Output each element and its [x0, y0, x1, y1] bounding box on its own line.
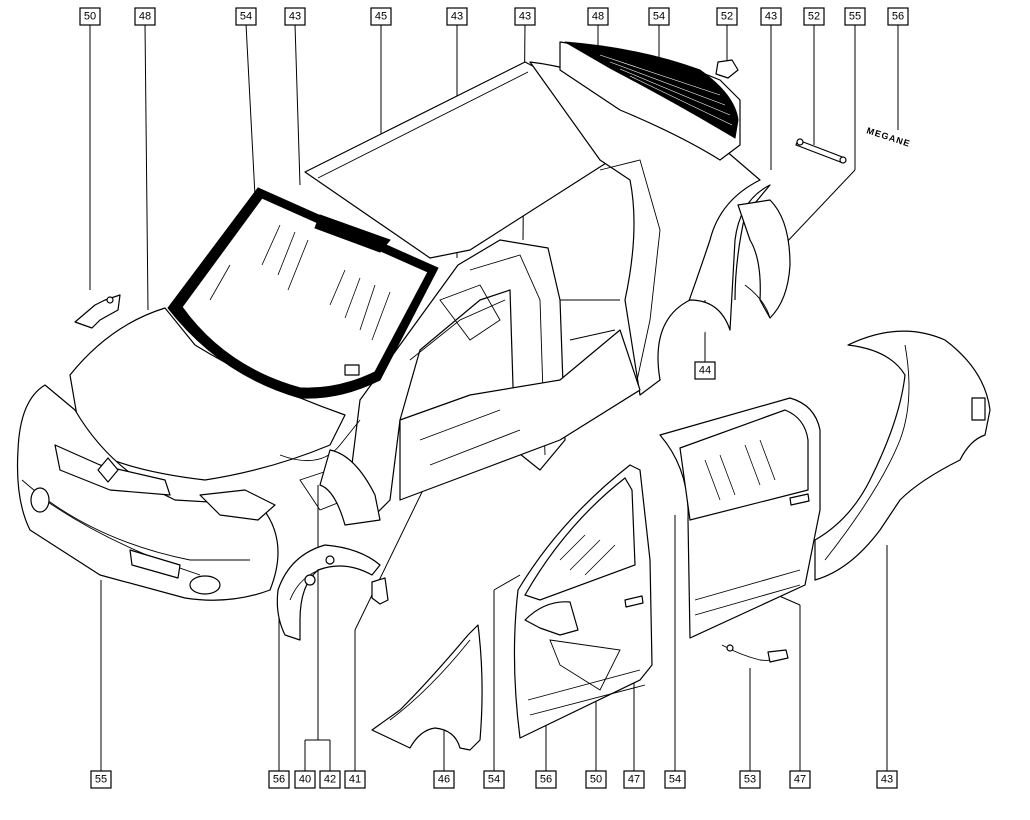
callout-top-10: 52	[716, 7, 738, 26]
svg-text:48: 48	[139, 11, 151, 23]
callout-top-4: 43	[284, 7, 306, 26]
door-lock-cable	[721, 644, 789, 663]
wheel-liner-bracket	[371, 577, 389, 605]
leader-lines	[89, 23, 899, 771]
front-logo	[97, 457, 119, 483]
svg-text:55: 55	[849, 11, 861, 23]
floor-pan	[399, 329, 641, 501]
callout-top-3: 54	[235, 7, 257, 26]
front-wheel-liner	[276, 544, 381, 641]
callout-bottom-11: 54	[664, 770, 686, 789]
front-door	[513, 464, 653, 739]
callout-bottom-7: 54	[483, 770, 505, 789]
svg-text:50: 50	[84, 11, 96, 23]
svg-text:41: 41	[349, 774, 361, 786]
callout-bottom-5: 41	[344, 770, 366, 789]
tailgate-strut	[795, 139, 846, 164]
callout-side-1: 44	[694, 361, 716, 380]
callout-top-9: 54	[648, 7, 670, 26]
callout-bottom-3: 40	[294, 770, 316, 789]
front-wheel-arch	[319, 449, 381, 526]
front-wing	[371, 624, 483, 751]
svg-text:42: 42	[324, 774, 336, 786]
model-badge: MEGANE	[865, 125, 911, 149]
rear-screen-glass	[564, 41, 739, 139]
callout-bottom-13: 47	[789, 770, 811, 789]
door-mirror	[524, 601, 579, 636]
callout-top-14: 56	[887, 7, 909, 26]
callout-bottom-10: 47	[623, 770, 645, 789]
svg-text:54: 54	[653, 11, 665, 23]
callout-bottom-12: 53	[739, 770, 761, 789]
svg-text:50: 50	[590, 774, 602, 786]
callout-bottom-2: 56	[268, 770, 290, 789]
headlight-housing	[199, 489, 276, 521]
callout-bottom-1: 55	[90, 770, 112, 789]
callout-top-12: 52	[803, 7, 825, 26]
svg-text:45: 45	[375, 11, 387, 23]
callout-top-6: 43	[446, 7, 468, 26]
callout-top-1: 50	[79, 7, 101, 26]
svg-text:55: 55	[95, 774, 107, 786]
callout-top-5: 45	[370, 7, 392, 26]
callout-top-2: 48	[134, 7, 156, 26]
svg-text:56: 56	[892, 11, 904, 23]
callout-bottom-4: 42	[319, 770, 341, 789]
front-door-glass	[524, 477, 636, 601]
windscreen	[167, 187, 439, 399]
car-body-shell	[16, 41, 771, 601]
rear-door	[659, 397, 821, 639]
lower-air-intake	[129, 549, 181, 579]
callout-top-7: 43	[514, 7, 536, 26]
svg-text:54: 54	[669, 774, 681, 786]
rear-bumper	[737, 199, 791, 319]
rear-door-handle	[789, 493, 810, 506]
fog-lamp-left	[30, 487, 50, 513]
svg-text:53: 53	[744, 774, 756, 786]
hood-hinge	[74, 294, 121, 329]
front-door-handle	[624, 595, 644, 608]
svg-text:40: 40	[299, 774, 311, 786]
svg-text:43: 43	[451, 11, 463, 23]
svg-text:56: 56	[273, 774, 285, 786]
svg-text:47: 47	[628, 774, 640, 786]
svg-text:43: 43	[765, 11, 777, 23]
svg-text:52: 52	[808, 11, 820, 23]
svg-text:54: 54	[488, 774, 500, 786]
svg-text:46: 46	[438, 774, 450, 786]
svg-text:43: 43	[881, 774, 893, 786]
rear-side-panel	[814, 330, 991, 581]
callout-top-11: 43	[760, 7, 782, 26]
callout-bottom-9: 50	[585, 770, 607, 789]
svg-text:44: 44	[699, 365, 711, 377]
callout-top-8: 48	[587, 7, 609, 26]
hood	[69, 307, 346, 481]
rear-door-glass	[679, 409, 809, 521]
rear-wiper-motor	[715, 59, 739, 79]
svg-text:43: 43	[519, 11, 531, 23]
fog-lamp-right	[189, 575, 221, 595]
svg-text:56: 56	[540, 774, 552, 786]
callout-top-13: 55	[844, 7, 866, 26]
svg-text:48: 48	[592, 11, 604, 23]
rear-wheel-arch	[657, 184, 771, 381]
svg-text:47: 47	[794, 774, 806, 786]
callout-bottom-14: 43	[876, 770, 898, 789]
svg-text:52: 52	[721, 11, 733, 23]
callout-bottom-6: 46	[433, 770, 455, 789]
svg-text:54: 54	[240, 11, 252, 23]
rear-bumper-section	[737, 199, 791, 319]
svg-text:43: 43	[289, 11, 301, 23]
callout-bottom-8: 56	[535, 770, 557, 789]
rear-screen	[564, 41, 739, 139]
